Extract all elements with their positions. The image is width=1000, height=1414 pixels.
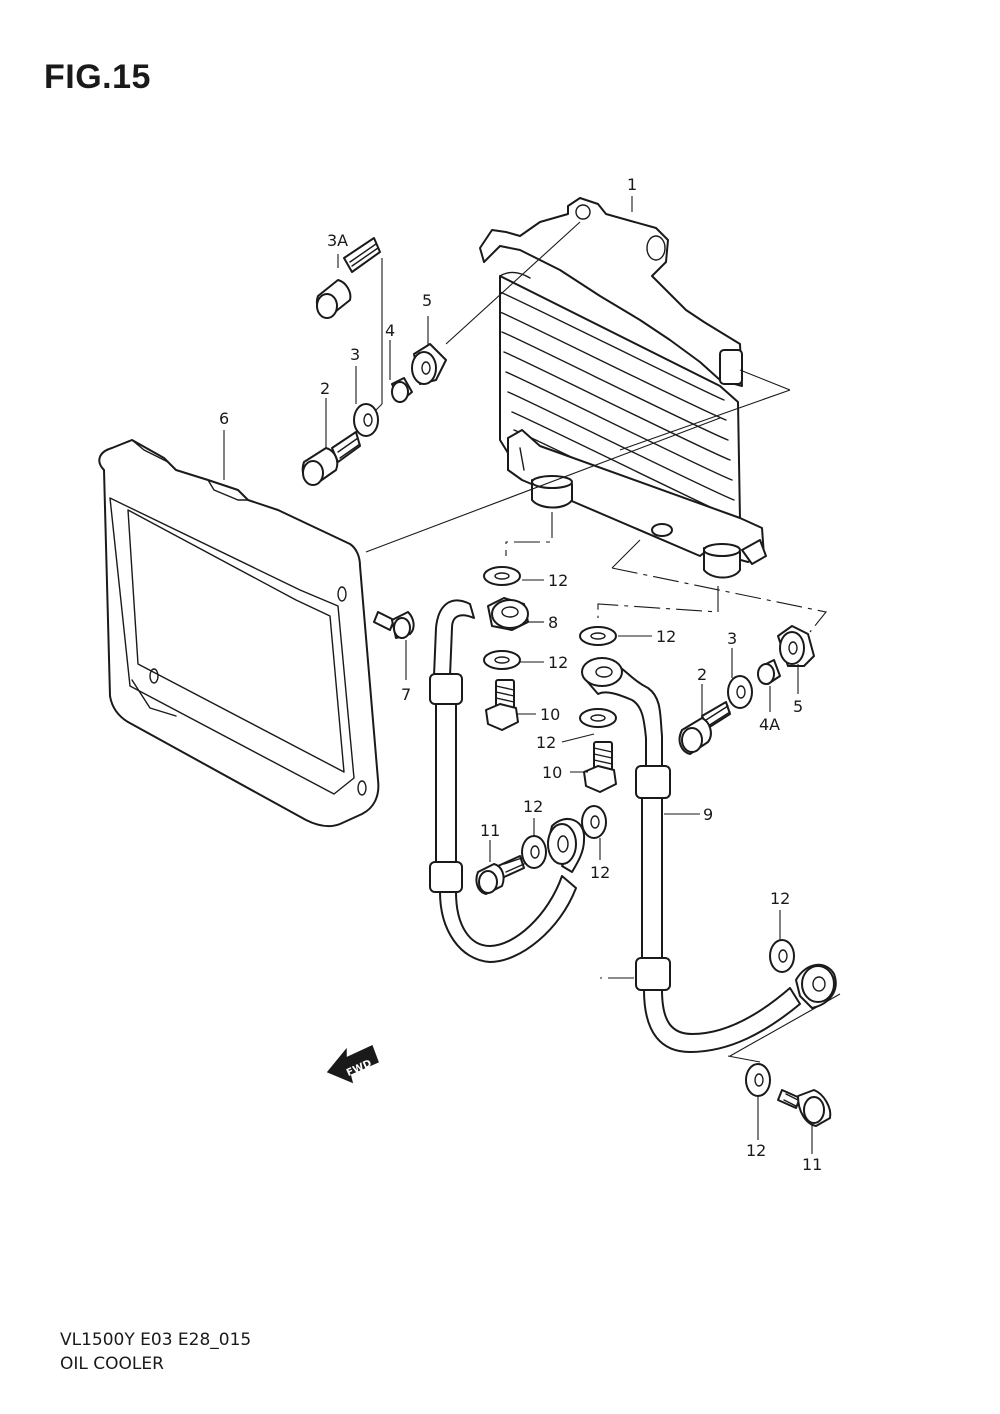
bolt-part-2-right bbox=[678, 701, 731, 755]
union-bolt-part-11-right bbox=[777, 1089, 832, 1127]
washer-part-12-g bbox=[769, 939, 795, 973]
union-bolt-part-10-right bbox=[583, 741, 617, 793]
washer-part-12-c bbox=[579, 626, 617, 646]
leader-lines bbox=[223, 196, 841, 1154]
collar-part-4A bbox=[757, 659, 781, 685]
callout-3A: 3A bbox=[327, 231, 348, 250]
callout-8: 8 bbox=[548, 613, 558, 632]
washer-part-12-a bbox=[483, 566, 521, 586]
center-lines bbox=[505, 512, 827, 979]
callout-12-a: 12 bbox=[548, 571, 568, 590]
washer-part-12-e bbox=[521, 835, 547, 869]
grommet-part-5-right bbox=[777, 625, 815, 667]
washer-part-12-b bbox=[483, 650, 521, 670]
callout-12-h: 12 bbox=[746, 1141, 766, 1160]
model-code: VL1500Y E03 E28_015 bbox=[60, 1330, 252, 1350]
oil-hose-part-9 bbox=[581, 657, 837, 1053]
section-name: OIL COOLER bbox=[60, 1354, 164, 1374]
callout-12-d: 12 bbox=[536, 733, 556, 752]
union-bolt-part-10-left bbox=[485, 679, 519, 731]
callout-12-c: 12 bbox=[656, 627, 676, 646]
callout-12-b: 12 bbox=[548, 653, 568, 672]
callout-labels: 1 3A 5 4 3 2 6 12 8 12 3 12 2 7 5 10 4A … bbox=[219, 175, 822, 1174]
washer-part-12-h bbox=[745, 1063, 771, 1097]
washer-part-3-right bbox=[727, 675, 753, 709]
bolt-part-7 bbox=[373, 611, 415, 639]
callout-9: 9 bbox=[703, 805, 713, 824]
collar-part-4 bbox=[391, 377, 413, 403]
callout-3-right: 3 bbox=[727, 629, 737, 648]
washer-part-12-f bbox=[581, 805, 607, 839]
callout-5-left: 5 bbox=[422, 291, 432, 310]
callout-4A: 4A bbox=[759, 715, 780, 734]
washer-part-3-left bbox=[353, 403, 379, 437]
bolt-part-2-left bbox=[301, 431, 361, 486]
callout-10-a: 10 bbox=[540, 705, 560, 724]
callout-11-right: 11 bbox=[802, 1155, 822, 1174]
callout-12-e: 12 bbox=[523, 797, 543, 816]
callout-11-left: 11 bbox=[480, 821, 500, 840]
callout-3-left: 3 bbox=[350, 345, 360, 364]
bolt-part-3A bbox=[316, 237, 381, 319]
callout-1: 1 bbox=[627, 175, 637, 194]
callout-12-g: 12 bbox=[770, 889, 790, 908]
callout-5-right: 5 bbox=[793, 697, 803, 716]
grommet-part-5-left bbox=[411, 343, 447, 385]
callout-4: 4 bbox=[385, 321, 395, 340]
union-bolt-part-11-left bbox=[475, 855, 525, 895]
oil-hose-left bbox=[429, 599, 586, 963]
washer-part-12-d bbox=[579, 708, 617, 728]
cooler-cover-part-6 bbox=[98, 439, 380, 828]
callout-2-left: 2 bbox=[320, 379, 330, 398]
callout-2-right: 2 bbox=[697, 665, 707, 684]
union-fitting-part-8 bbox=[487, 597, 529, 631]
oil-cooler-part-1 bbox=[479, 197, 767, 579]
callout-12-f: 12 bbox=[590, 863, 610, 882]
figure-title: FIG.15 bbox=[44, 58, 151, 96]
callout-10-b: 10 bbox=[542, 763, 562, 782]
fwd-arrow-icon: FWD bbox=[326, 1044, 379, 1084]
callout-6: 6 bbox=[219, 409, 229, 428]
callout-7: 7 bbox=[401, 685, 411, 704]
